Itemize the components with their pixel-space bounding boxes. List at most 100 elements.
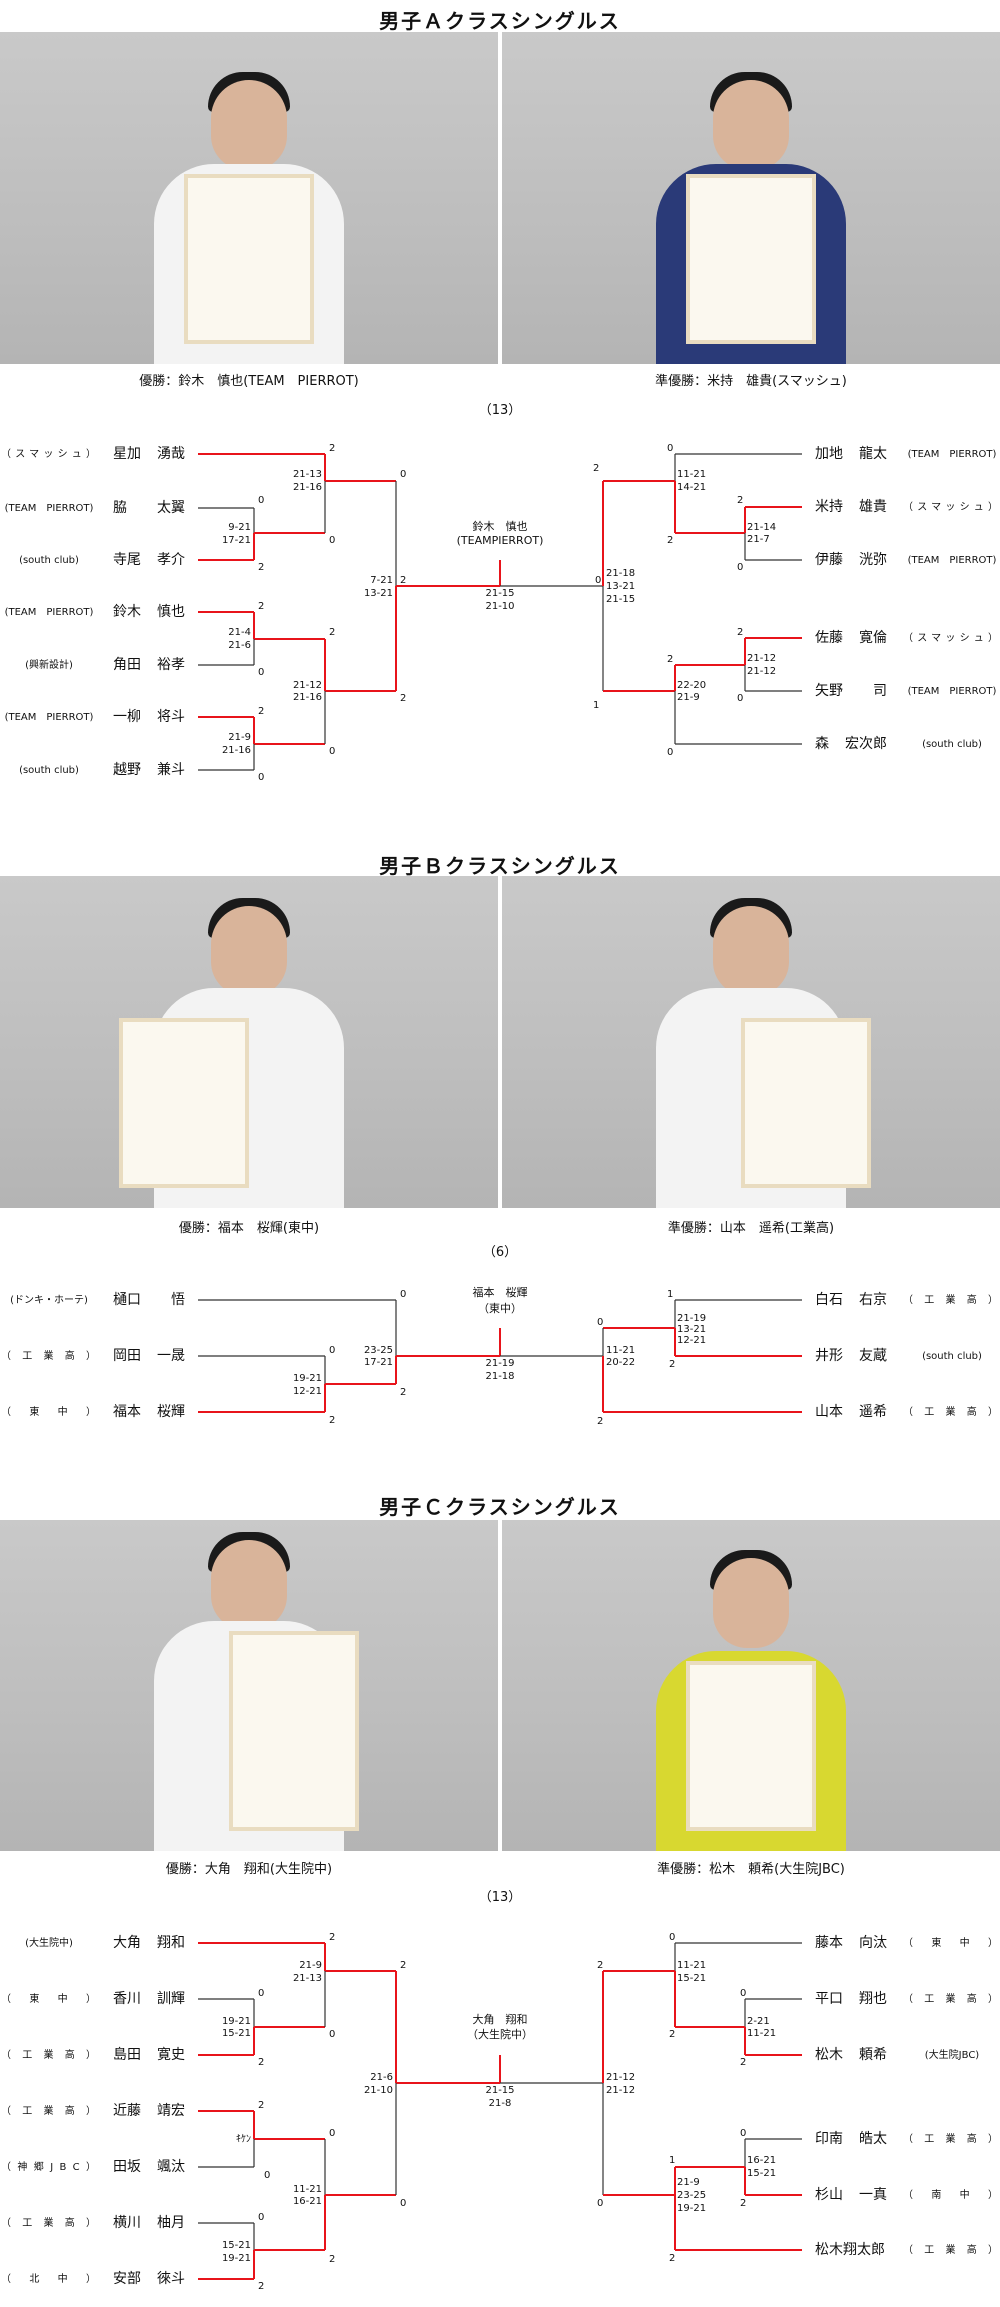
match-result: 0	[737, 562, 743, 573]
final-score: 21-19	[485, 1358, 514, 1369]
player-team: （工業高）	[903, 1405, 998, 1418]
game-score: 11-21	[677, 469, 706, 480]
champion-name: 大角 翔和	[473, 2012, 528, 2026]
game-score: 12-21	[293, 1386, 322, 1397]
player-given-name: 慎也	[157, 604, 185, 620]
section-title-b: 男子Ｂクラスシングルス	[379, 854, 621, 878]
winner-photo-c	[0, 1520, 498, 1851]
player-given-name: 頼希	[859, 2047, 887, 2063]
player-team: (TEAM PIERROT)	[908, 449, 997, 460]
certificate-image	[229, 1631, 359, 1831]
entry-count-c: （13）	[478, 1890, 522, 1905]
game-score: 21-16	[222, 745, 251, 756]
player-team: （東中）	[1, 1992, 96, 2005]
game-score: 11-21	[677, 1960, 706, 1971]
match-result: 0	[400, 2198, 406, 2209]
player-family-name: 山本	[815, 1404, 843, 1420]
player-family-name: 福本	[113, 1404, 141, 1420]
game-score: 21-7	[747, 534, 770, 545]
player-given-name: 皓太	[859, 2131, 887, 2147]
player-family-name: 松木翔太郎	[815, 2242, 885, 2258]
player-team: （工業高）	[903, 2132, 998, 2145]
winner-caption-a: 優勝：鈴木 慎也(TEAM PIERROT)	[139, 374, 359, 389]
champion-team: （大生院中）	[467, 2027, 533, 2041]
player-team: (興新設計)	[25, 658, 73, 671]
player-given-name: 一晟	[157, 1348, 185, 1364]
game-score: 19-21	[222, 2253, 251, 2264]
player-family-name: 星加	[113, 446, 141, 462]
final-score: 21-15	[485, 2085, 514, 2096]
player-family-name: 松木	[815, 2047, 843, 2063]
player-family-name: 寺尾	[113, 552, 141, 568]
match-result: 1	[593, 700, 599, 711]
player-given-name: 右京	[859, 1292, 887, 1308]
match-result: 0	[667, 443, 673, 454]
match-result: 2	[400, 693, 406, 704]
match-result: 0	[329, 1345, 335, 1356]
player-family-name: 越野	[113, 762, 141, 778]
entry-count-b: （6）	[482, 1245, 518, 1260]
game-score: 13-21	[364, 588, 393, 599]
game-score: 23-25	[364, 1345, 393, 1356]
game-score: 15-21	[747, 2168, 776, 2179]
match-result: 0	[264, 2170, 270, 2181]
match-result: 1	[669, 2155, 675, 2166]
match-result: 2	[258, 601, 264, 612]
player-family-name: 佐藤	[815, 630, 843, 646]
player-given-name: 裕孝	[157, 657, 185, 673]
game-score: 21-12	[606, 2085, 635, 2096]
match-result: 2	[258, 2281, 264, 2292]
runnerup-caption-a: 準優勝：米持 雄貴(スマッシュ)	[655, 374, 847, 389]
match-result: 0	[740, 2128, 746, 2139]
player-family-name: 角田	[113, 657, 141, 673]
game-score: 14-21	[677, 482, 706, 493]
champion-team: (TEAMPIERROT)	[457, 534, 544, 547]
player-team: (大生院JBC)	[925, 2048, 980, 2061]
certificate-image	[686, 174, 816, 344]
player-given-name: 向汰	[859, 1935, 887, 1951]
final-score: 21-15	[485, 588, 514, 599]
champion-name: 鈴木 慎也	[473, 519, 528, 533]
player-family-name: 鈴木	[113, 604, 141, 620]
game-score: 21-16	[293, 482, 322, 493]
match-result: 2	[669, 1359, 675, 1370]
game-score: 12-21	[677, 1335, 706, 1346]
player-team: （神郷JBC）	[1, 2160, 96, 2173]
player-team: （スマッシュ）	[903, 632, 998, 644]
game-score: 15-21	[677, 1973, 706, 1984]
player-team: (TEAM PIERROT)	[908, 555, 997, 566]
match-result: 2	[669, 2253, 675, 2264]
game-score: 21-6	[228, 640, 251, 651]
game-score: 15-21	[222, 2028, 251, 2039]
match-result: 0	[258, 495, 264, 506]
player-team: （工業高）	[1, 2216, 96, 2229]
player-family-name: 香川	[113, 1991, 141, 2007]
player-family-name: 樋口	[113, 1292, 141, 1308]
final-score: 21-8	[489, 2098, 512, 2109]
player-family-name: 森	[815, 736, 829, 752]
match-result: 2	[597, 1960, 603, 1971]
player-family-name: 脇	[113, 500, 127, 516]
winner-caption-c: 優勝：大角 翔和(大生院中)	[165, 1862, 333, 1877]
player-given-name: 友蔵	[859, 1348, 887, 1364]
game-score: 21-6	[370, 2072, 393, 2083]
match-result: 2	[329, 2254, 335, 2265]
player-team: （東中）	[903, 1936, 998, 1949]
player-family-name: 大角	[113, 1935, 141, 1951]
game-score: 2-21	[747, 2016, 770, 2027]
player-team: （北中）	[1, 2272, 96, 2285]
game-score: 21-15	[606, 594, 635, 605]
game-score: 13-21	[606, 581, 635, 592]
player-team: （工業高）	[1, 2104, 96, 2117]
game-score: 21-12	[606, 2072, 635, 2083]
player-given-name: 司	[873, 683, 887, 699]
player-team: （工業高）	[903, 1293, 998, 1306]
game-score: 19-21	[222, 2016, 251, 2027]
game-score: 11-21	[747, 2028, 776, 2039]
match-result: 0	[329, 2128, 335, 2139]
game-score: 21-12	[747, 653, 776, 664]
player-team: （スマッシュ）	[1, 448, 96, 460]
game-score: 15-21	[222, 2240, 251, 2251]
player-family-name: 藤本	[815, 1935, 843, 1951]
final-score: 21-10	[485, 601, 514, 612]
